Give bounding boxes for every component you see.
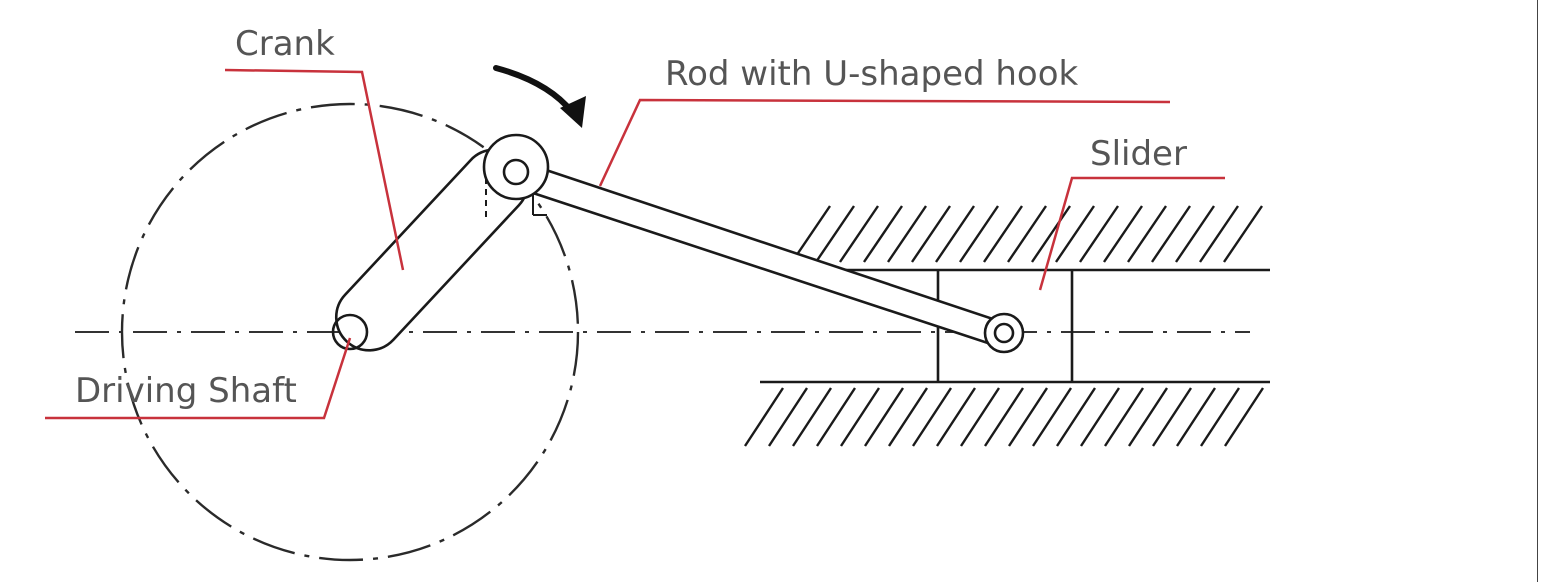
- hatch-line: [815, 205, 855, 263]
- image-border: [1537, 0, 1538, 582]
- driving-shaft-circle: [331, 313, 369, 351]
- hatch-line: [1079, 205, 1119, 263]
- hatch-line: [1199, 387, 1241, 447]
- hatch-line: [791, 387, 833, 447]
- upper-guide-hatching: [791, 205, 1263, 263]
- connecting-rod: [531, 166, 1025, 354]
- driving-shaft-label: Driving Shaft: [75, 371, 297, 411]
- hatch-line: [839, 205, 879, 263]
- hatch-line: [1007, 205, 1047, 263]
- hatch-line: [1127, 387, 1169, 447]
- hatch-line: [1127, 205, 1167, 263]
- hatch-line: [887, 205, 927, 263]
- hatch-line: [1103, 205, 1143, 263]
- crank-arm: [331, 133, 550, 352]
- hatch-line: [791, 205, 831, 263]
- hatch-line: [935, 205, 975, 263]
- hatch-line: [1079, 387, 1121, 447]
- upper-guide: [791, 205, 1270, 272]
- slider-leader-line: [1038, 176, 1225, 291]
- hatch-line: [863, 387, 905, 447]
- hatch-line: [1007, 387, 1049, 447]
- hatch-line: [863, 205, 903, 263]
- driving-shaft-leader-line: [45, 337, 352, 420]
- hatch-line: [1055, 205, 1095, 263]
- hatch-line: [767, 387, 809, 447]
- hatch-line: [1223, 205, 1263, 263]
- hatch-line: [743, 387, 785, 447]
- hatch-line: [815, 387, 857, 447]
- crank-pin: [502, 158, 530, 186]
- hatch-line: [911, 205, 951, 263]
- hatch-line: [983, 387, 1025, 447]
- hatch-line: [983, 205, 1023, 263]
- hatch-line: [1175, 205, 1215, 263]
- hatch-line: [1175, 387, 1217, 447]
- rotation-arrow-icon: [493, 65, 586, 128]
- hatch-line: [959, 387, 1001, 447]
- hatch-line: [887, 387, 929, 447]
- hatch-line: [1031, 387, 1073, 447]
- rotation-arrow-arc: [493, 65, 575, 115]
- crank-label: Crank: [235, 24, 335, 64]
- lower-guide: [743, 380, 1270, 447]
- hatch-line: [1031, 205, 1071, 263]
- rod-leader-line: [598, 98, 1171, 187]
- rod-label: Rod with U-shaped hook: [665, 54, 1079, 94]
- crank-path-circle: [120, 102, 580, 562]
- hatch-line: [1199, 205, 1239, 263]
- hatch-line: [911, 387, 953, 447]
- hatch-line: [959, 205, 999, 263]
- lower-guide-hatching: [743, 387, 1265, 447]
- slider-pin: [993, 322, 1015, 344]
- crank-leader-line: [224, 68, 405, 271]
- hatch-line: [1223, 387, 1265, 447]
- hatch-line: [839, 387, 881, 447]
- hatch-line: [935, 387, 977, 447]
- slider-label: Slider: [1090, 134, 1187, 174]
- rotation-arrow-head: [560, 96, 586, 128]
- hatch-line: [1055, 387, 1097, 447]
- hatch-line: [1151, 387, 1193, 447]
- hatch-line: [1151, 205, 1191, 263]
- hatch-line: [1103, 387, 1145, 447]
